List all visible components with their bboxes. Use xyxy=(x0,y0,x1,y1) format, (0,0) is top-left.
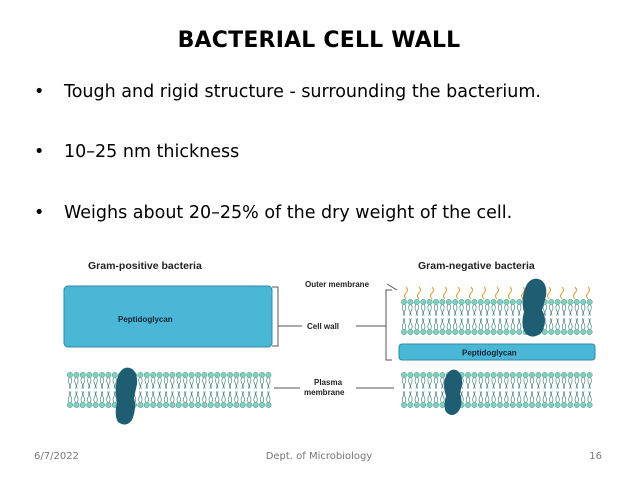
gram-negative-plasma-membrane xyxy=(401,372,593,408)
gram-positive-plasma-membrane xyxy=(67,372,272,408)
gram-negative-peptidoglycan-label: Peptidoglycan xyxy=(462,349,517,358)
bullet-text: Tough and rigid structure - surrounding … xyxy=(64,82,541,102)
plasma-label-line2: membrane xyxy=(304,388,345,397)
footer-date: 6/7/2022 xyxy=(34,451,79,462)
lipopolysaccharide-layer xyxy=(403,286,591,300)
cell-wall-diagram: Gram-positive bacteria Gram-negative bac… xyxy=(63,260,596,425)
gram-positive-peptidoglycan-label: Peptidoglycan xyxy=(118,315,173,324)
outer-membrane-label: Outer membrane xyxy=(305,280,370,289)
gram-negative-outer-membrane xyxy=(401,299,593,335)
outer-membrane-porin xyxy=(522,278,547,337)
slide-title: BACTERIAL CELL WALL xyxy=(177,28,461,53)
gram-negative-title: Gram-negative bacteria xyxy=(418,260,535,272)
gram-positive-peptidoglycan-layer xyxy=(63,285,273,348)
gram-positive-membrane-protein xyxy=(115,367,138,425)
bullet-item-1: • Tough and rigid structure - surrounding… xyxy=(34,82,541,102)
gram-negative-membrane-protein xyxy=(444,369,463,415)
footer-department: Dept. of Microbiology xyxy=(265,451,373,462)
cell-wall-label: Cell wall xyxy=(307,322,339,331)
bullet-text: 10–25 nm thickness xyxy=(64,142,240,162)
bullet-marker: • xyxy=(34,203,45,223)
footer-page-number: 16 xyxy=(589,451,602,462)
bullet-marker: • xyxy=(34,142,45,162)
diagram-leader-lines xyxy=(272,283,398,389)
bullet-item-2: • 10–25 nm thickness xyxy=(34,142,239,162)
bullet-item-3: • Weighs about 20–25% of the dry weight o… xyxy=(34,203,512,223)
gram-positive-title: Gram-positive bacteria xyxy=(88,260,202,272)
plasma-label-line1: Plasma xyxy=(314,378,343,387)
gram-negative-peptidoglycan-layer xyxy=(398,343,596,361)
bullet-text: Weighs about 20–25% of the dry weight of… xyxy=(64,203,513,223)
bullet-marker: • xyxy=(34,82,45,102)
